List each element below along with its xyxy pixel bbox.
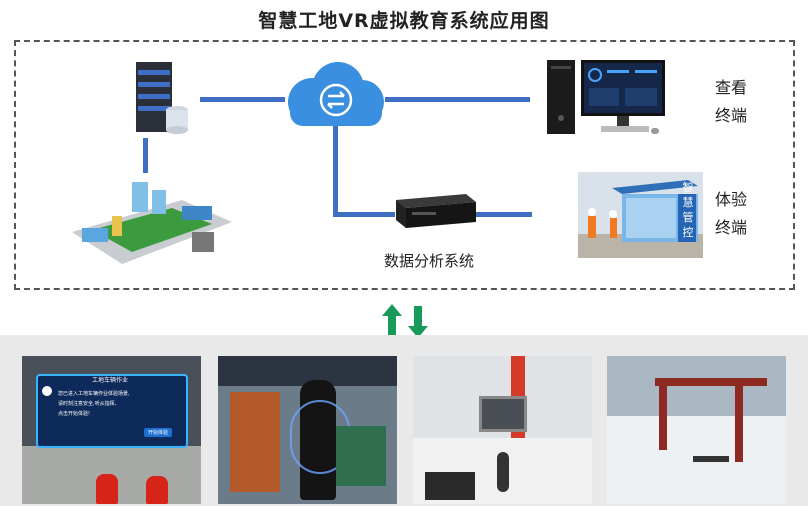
kiosk-sign-char: 控 <box>682 226 694 239</box>
vr-track-marker <box>693 456 729 462</box>
vr-panel-line-2: 请时刻注意安全,听从指挥, <box>58 401 117 407</box>
kiosk-sign-char: 慧 <box>682 196 694 209</box>
cloud-icon <box>288 62 384 126</box>
server-icon <box>136 62 188 134</box>
bidirectional-arrow-icon <box>382 304 428 338</box>
analysis-system-label: 数据分析系统 <box>384 252 475 270</box>
vr-screenshot-vehicle-intro: 工地车辆作业 您已进入工地车辆作业体验场景, 请时刻注意安全,听从指挥, 点击开… <box>22 356 201 504</box>
experience-kiosk-photo <box>578 172 703 258</box>
kiosk-sign-char: 智 <box>682 181 694 194</box>
vr-gantry-leg-right <box>735 382 743 462</box>
connector-cloud-down <box>333 126 338 216</box>
speaker-icon <box>42 386 52 396</box>
vr-panel-line-1: 您已进入工地车辆作业体验场景, <box>58 391 130 397</box>
vr-monitor <box>479 396 527 432</box>
vr-screenshot-crane-cabin <box>413 356 592 504</box>
connector-to-analysis <box>333 212 395 217</box>
view-terminal-label: 查看 终端 <box>715 74 747 130</box>
construction-site-model <box>72 182 232 264</box>
vr-screenshot-electric-shock <box>218 356 397 504</box>
connector-server-cloud <box>200 97 285 102</box>
vr-start-button[interactable]: 开始体验 <box>144 428 173 437</box>
connector-analysis-kiosk <box>476 212 532 217</box>
vr-transformer <box>336 426 386 486</box>
experience-terminal-line-2: 终端 <box>715 218 748 237</box>
right-glove <box>146 476 168 504</box>
experience-terminal-label: 体验 终端 <box>715 186 747 242</box>
vr-gantry-leg-left <box>659 380 667 450</box>
kiosk-sign: 智 慧 管 控 <box>679 180 697 240</box>
connector-cloud-pc <box>385 97 530 102</box>
view-terminal-line-2: 终端 <box>715 106 748 125</box>
vr-control-panel <box>425 472 475 500</box>
connector-server-site <box>143 138 148 173</box>
vr-joystick <box>497 452 509 492</box>
vr-gantry-beam <box>655 378 767 386</box>
computer-icon <box>547 60 665 134</box>
vr-electrical-cabinet <box>230 392 280 492</box>
experience-terminal-line-1: 体验 <box>715 190 748 209</box>
vr-screenshot-gantry-crane <box>607 356 786 504</box>
diagram-title: 智慧工地VR虚拟教育系统应用图 <box>258 10 550 32</box>
system-boundary <box>14 40 795 290</box>
vr-panel-line-3: 点击开始体验! <box>58 411 91 417</box>
left-glove <box>96 474 118 504</box>
analysis-device-icon <box>396 194 476 228</box>
vr-panel-title: 工地车辆作业 <box>92 377 129 384</box>
vr-info-panel: 工地车辆作业 您已进入工地车辆作业体验场景, 请时刻注意安全,听从指挥, 点击开… <box>36 374 188 448</box>
view-terminal-line-1: 查看 <box>715 78 748 97</box>
kiosk-sign-char: 管 <box>682 211 694 224</box>
